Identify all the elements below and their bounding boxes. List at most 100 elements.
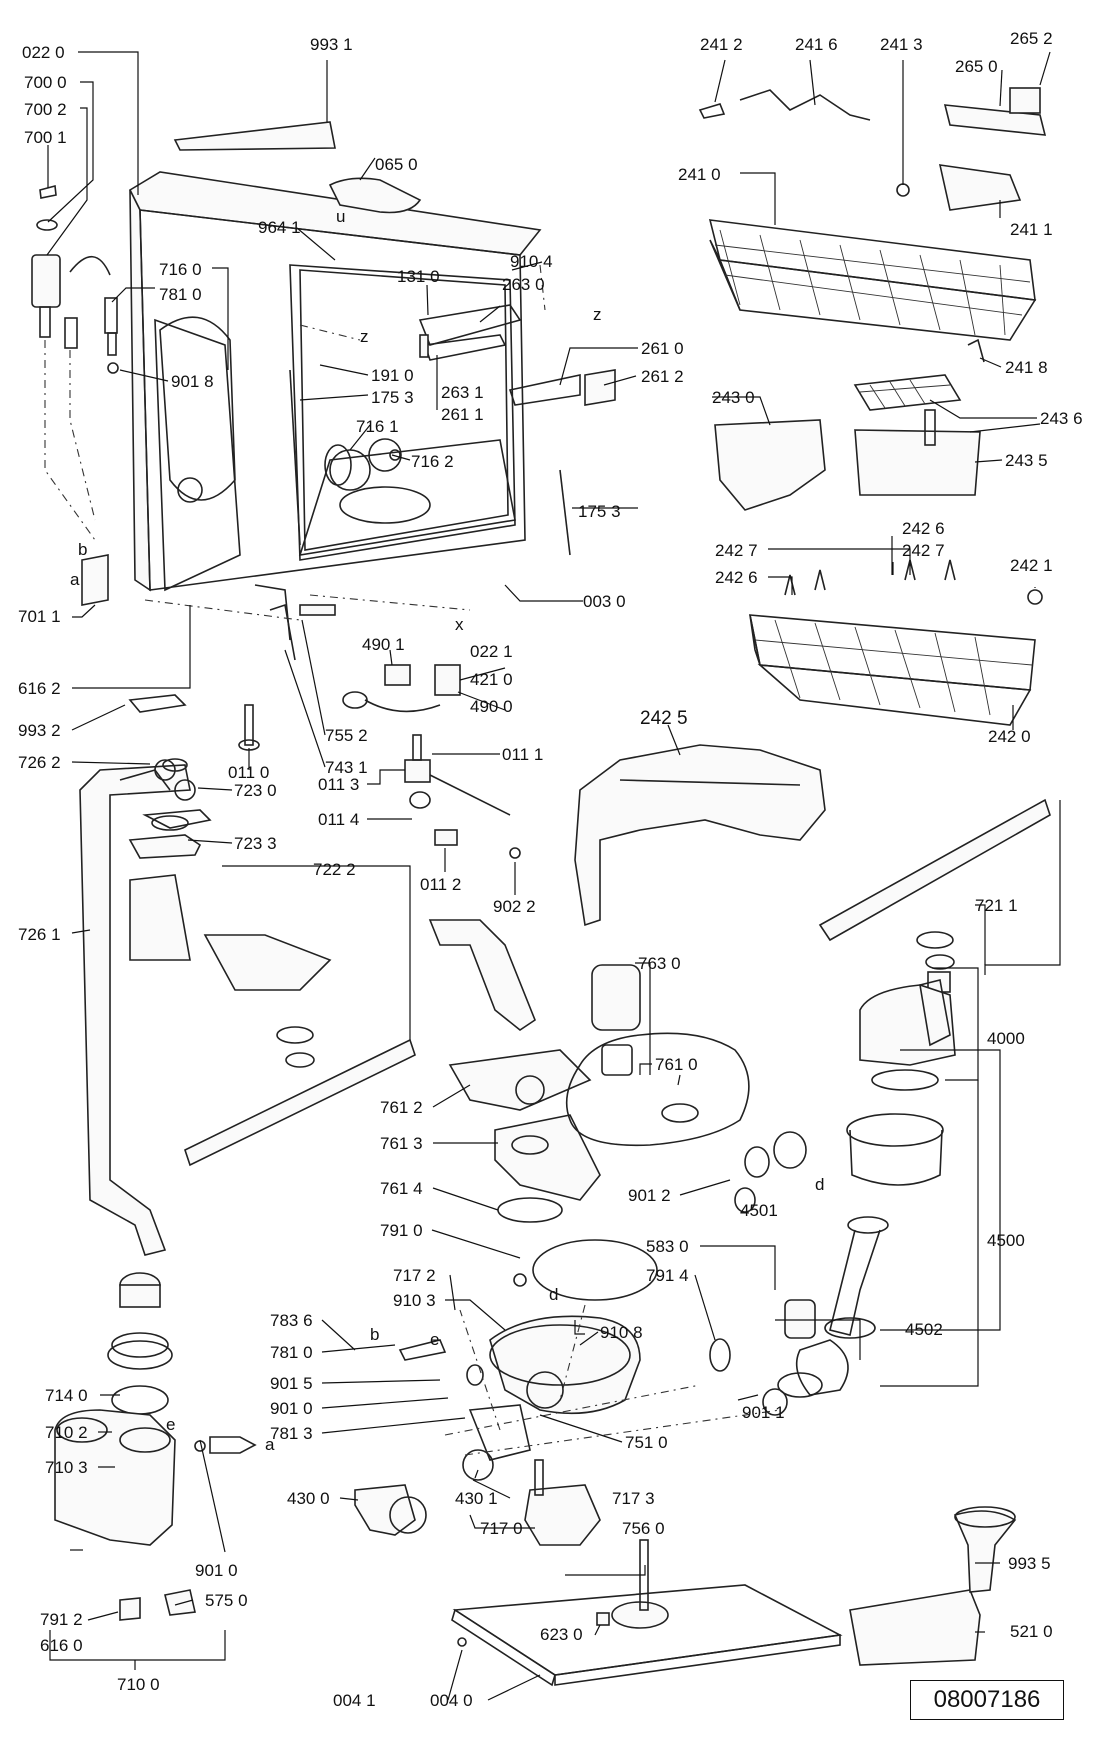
part-label: 616 0: [40, 1636, 83, 1655]
part-label: 761 3: [380, 1134, 423, 1153]
part-label: 791 0: [380, 1221, 423, 1240]
part-label: 723 0: [234, 781, 277, 800]
part-label: 710 2: [45, 1423, 88, 1442]
part-label: 726 2: [18, 753, 61, 772]
part-label: 4000: [987, 1029, 1025, 1048]
part-label: 003 0: [583, 592, 626, 611]
part-label: 700 0: [24, 73, 67, 92]
part-label: 901 0: [195, 1561, 238, 1580]
part-label: 964 1: [258, 218, 301, 237]
part-label: 4502: [905, 1320, 943, 1339]
letter: e: [430, 1330, 439, 1349]
part-label: 490 1: [362, 635, 405, 654]
letter: d: [815, 1175, 824, 1194]
part-label: 910 8: [600, 1323, 643, 1342]
part-label: 490 0: [470, 697, 513, 716]
part-label: 241 3: [880, 35, 923, 54]
part-label: 242 7: [715, 541, 758, 560]
drawing-number-box: 08007186: [910, 1680, 1064, 1720]
part-label: 131 0: [397, 267, 440, 286]
part-label: 175 3: [371, 388, 414, 407]
letter: d: [549, 1285, 558, 1304]
sump-and-pumps: [194, 1273, 781, 1546]
part-label: 721 1: [975, 896, 1018, 915]
part-label: 902 2: [493, 897, 536, 916]
part-label: 700 1: [24, 128, 67, 147]
part-label: 716 1: [356, 417, 399, 436]
heater-pump-assembly: [709, 979, 956, 1416]
part-label: 243 0: [712, 388, 755, 407]
part-label: 263 1: [441, 383, 484, 402]
lower-basket: [749, 559, 1043, 726]
part-label: 022 0: [22, 43, 65, 62]
part-label: 011 0: [228, 763, 269, 782]
part-label: 710 0: [117, 1675, 160, 1694]
leader-lines: [46, 51, 1061, 1701]
water-softener: [54, 1272, 196, 1621]
part-label: 901 5: [270, 1374, 313, 1393]
part-label: 241 8: [1005, 358, 1048, 377]
part-label: 243 6: [1040, 409, 1083, 428]
part-label: 242 1: [1010, 556, 1053, 575]
upper-spray-arm: [818, 798, 1051, 993]
part-label: 700 2: [24, 100, 67, 119]
part-label: 717 2: [393, 1266, 436, 1285]
part-label: 781 0: [270, 1343, 313, 1362]
part-label: 901 1: [742, 1403, 785, 1422]
part-label: 993 1: [310, 35, 353, 54]
part-label: 717 0: [480, 1519, 523, 1538]
part-label: 763 0: [638, 954, 681, 973]
part-label: 022 1: [470, 642, 513, 661]
letter: z: [593, 305, 602, 324]
part-label: 726 1: [18, 925, 61, 944]
part-label: 430 1: [455, 1489, 498, 1508]
part-label: 265 2: [1010, 29, 1053, 48]
part-label: 743 1: [325, 758, 368, 777]
letter: x: [455, 615, 464, 634]
upper-basket: [698, 87, 1047, 363]
part-label: 761 2: [380, 1098, 423, 1117]
part-label: 263 0: [502, 275, 545, 294]
letter: a: [265, 1435, 275, 1454]
part-label: 011 3: [318, 775, 359, 794]
reference-letters: b a x z z d b e e d a u: [70, 207, 824, 1454]
letter: z: [360, 327, 369, 346]
part-label: 716 2: [411, 452, 454, 471]
part-label: 761 0: [655, 1055, 698, 1074]
part-label: 261 1: [441, 405, 484, 424]
part-label: 791 4: [646, 1266, 689, 1285]
part-label: 241 0: [678, 165, 721, 184]
letter: b: [78, 540, 87, 559]
tub-cabinet: [128, 121, 616, 661]
part-label: 575 0: [205, 1591, 248, 1610]
part-label: 065 0: [375, 155, 418, 174]
part-label: 4500: [987, 1231, 1025, 1250]
part-label: 993 5: [1008, 1554, 1051, 1573]
part-label: 756 0: [622, 1519, 665, 1538]
part-label: 781 3: [270, 1424, 313, 1443]
part-label: 241 2: [700, 35, 743, 54]
part-label: 783 6: [270, 1311, 313, 1330]
part-label: 261 2: [641, 367, 684, 386]
part-label: 521 0: [1010, 1622, 1053, 1641]
part-label: 175 3: [578, 502, 621, 521]
part-label: 901 2: [628, 1186, 671, 1205]
part-label: 910 3: [393, 1291, 436, 1310]
part-label: 004 1: [333, 1691, 376, 1710]
part-label: 781 0: [159, 285, 202, 304]
part-label: 421 0: [470, 670, 513, 689]
part-label: 243 5: [1005, 451, 1048, 470]
part-label: 011 2: [420, 875, 461, 894]
part-label: 755 2: [325, 726, 368, 745]
part-label: 242 7: [902, 541, 945, 560]
part-label: 701 1: [18, 607, 61, 626]
part-labels: 022 0 993 1 700 0 700 2 700 1 065 0 964 …: [18, 29, 1083, 1710]
upper-spray-support: [574, 744, 826, 927]
part-label: 242 6: [715, 568, 758, 587]
part-label: 623 0: [540, 1625, 583, 1644]
part-label: 583 0: [646, 1237, 689, 1256]
part-label: 722 2: [313, 860, 356, 879]
part-label: 011 1: [502, 745, 543, 764]
part-label: 004 0: [430, 1691, 473, 1710]
part-label: 717 3: [612, 1489, 655, 1508]
